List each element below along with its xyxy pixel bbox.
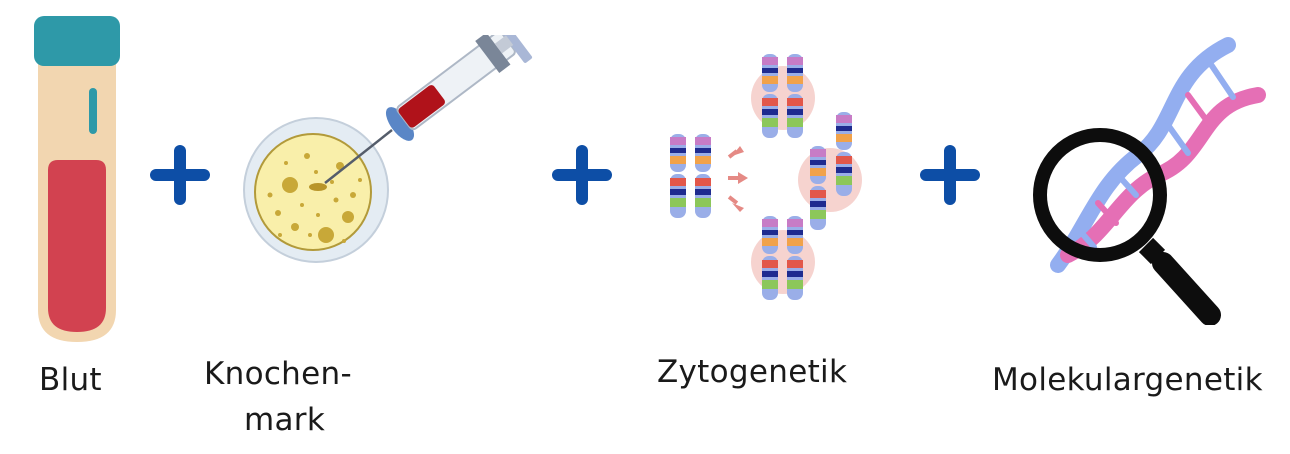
dna-magnifier-icon xyxy=(1033,37,1266,325)
label-molecular-genetics: Molekulargenetik xyxy=(992,362,1263,398)
label-blood: Blut xyxy=(39,362,102,398)
blood-tube-icon xyxy=(34,16,120,342)
plus-icon xyxy=(552,145,612,205)
plus-icon xyxy=(150,145,210,205)
chromosomes-icon xyxy=(670,54,862,300)
label-bone-marrow-line2: mark xyxy=(244,402,326,438)
label-cytogenetics: Zytogenetik xyxy=(657,354,848,390)
plus-icon xyxy=(920,145,980,205)
label-bone-marrow-line1: Knochen- xyxy=(204,356,352,392)
bone-marrow-syringe-icon xyxy=(243,35,533,263)
